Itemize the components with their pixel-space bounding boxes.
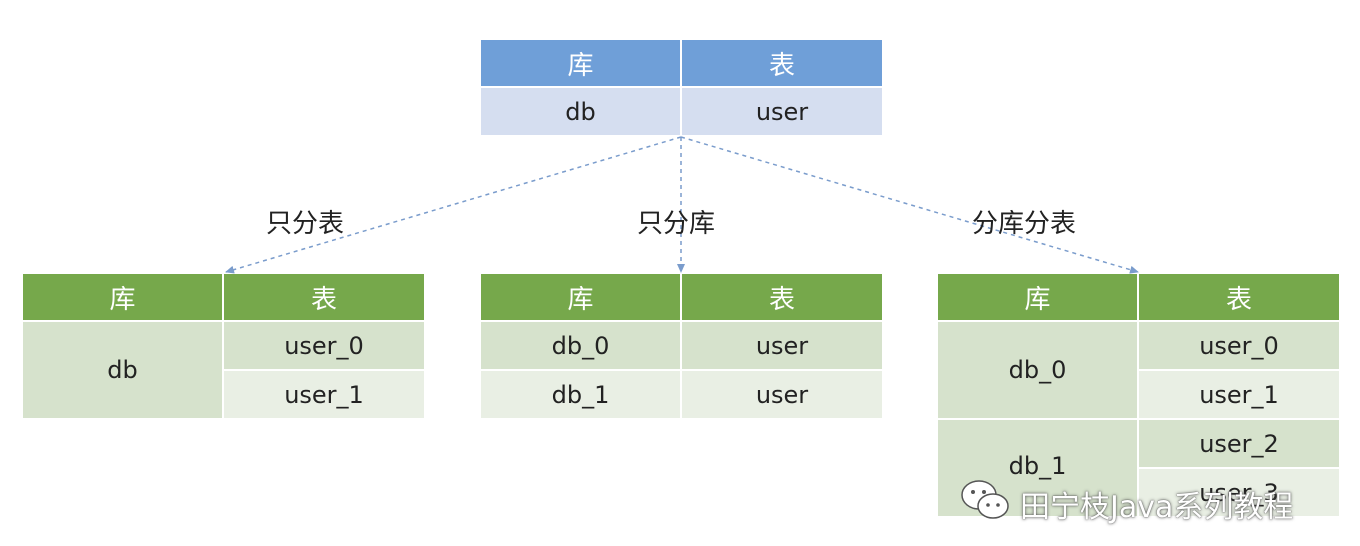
- middle-cell-user-1: user: [682, 371, 882, 418]
- label-only-table: 只分表: [266, 209, 345, 239]
- watermark-text: 田宁枝Java系列教程: [1020, 490, 1294, 525]
- right-cell-user-3: user_3: [1139, 469, 1339, 516]
- right-cell-user-2: user_2: [1139, 420, 1339, 467]
- left-cell-user-0: user_0: [224, 322, 424, 369]
- right-cell-db-0: db_0: [938, 322, 1137, 418]
- top-cell-table: user: [682, 88, 882, 135]
- right-header-table: 表: [1139, 274, 1339, 320]
- middle-header-table: 表: [682, 274, 882, 320]
- top-table: 库 表 db user: [481, 40, 882, 136]
- wechat-icon: [960, 478, 1012, 530]
- middle-cell-db-0: db_0: [481, 322, 680, 369]
- left-cell-db: db: [23, 322, 222, 418]
- right-header-db: 库: [938, 274, 1137, 320]
- middle-table: 库 表 db_0 user db_1 user: [481, 274, 882, 419]
- left-table: 库 表 db user_0 user_1: [23, 274, 424, 419]
- right-cell-db-1: db_1: [938, 420, 1137, 516]
- middle-cell-db-1: db_1: [481, 371, 680, 418]
- right-cell-user-0: user_0: [1139, 322, 1339, 369]
- top-cell-db: db: [481, 88, 680, 135]
- left-header-table: 表: [224, 274, 424, 320]
- left-header-db: 库: [23, 274, 222, 320]
- right-cell-user-1: user_1: [1139, 371, 1339, 418]
- top-header-db: 库: [481, 40, 680, 86]
- right-table: 库 表 db_0 user_0 user_1 db_1 user_2 user_…: [938, 274, 1339, 517]
- middle-cell-user-0: user: [682, 322, 882, 369]
- watermark: 田宁枝Java系列教程: [960, 478, 1293, 530]
- top-header-table: 表: [682, 40, 882, 86]
- arrow-to-only-table: [225, 136, 682, 274]
- label-both: 分库分表: [972, 209, 1077, 239]
- left-cell-user-1: user_1: [224, 371, 424, 418]
- middle-header-db: 库: [481, 274, 680, 320]
- label-only-db: 只分库: [637, 209, 716, 239]
